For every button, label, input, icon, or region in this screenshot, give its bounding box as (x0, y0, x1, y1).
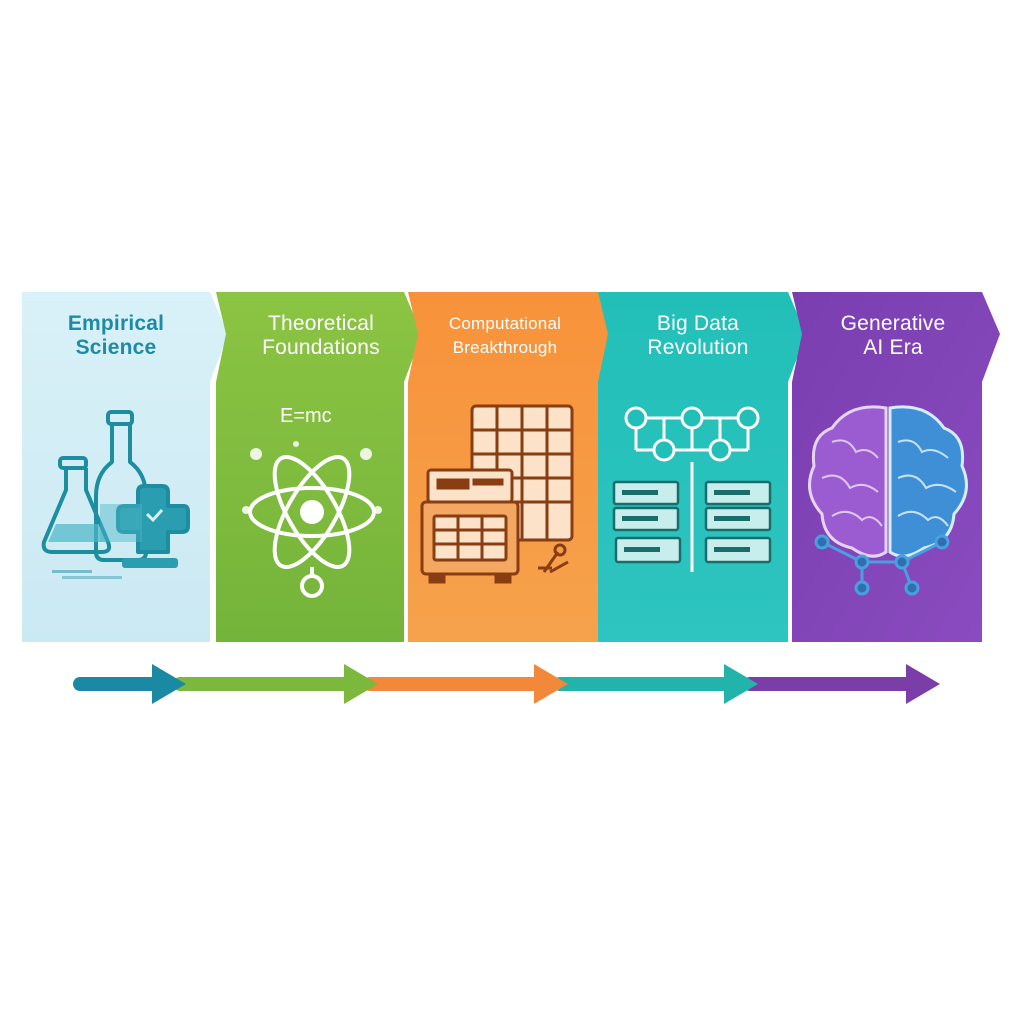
stage-big-data-revolution: Big Data Revolution (598, 292, 812, 642)
stage-title: Generative AI Era (840, 312, 946, 359)
lab-flasks-icon (41, 410, 190, 579)
timeline-arrowhead (724, 664, 758, 704)
stage-empirical-science: Empirical Science (22, 292, 238, 642)
equation-text: E=mc (280, 405, 332, 427)
stage-background (22, 292, 228, 642)
computer-grid-icon (420, 404, 574, 584)
stage-theoretical-foundations: Theoretical Foundations E=mc (216, 292, 430, 642)
stage-generative-ai-era: Generative AI Era (792, 292, 1006, 642)
stage-title: Theoretical Foundations (262, 312, 380, 359)
network-servers-icon (612, 406, 772, 572)
timeline-arrowhead (152, 664, 186, 704)
atom-icon: E=mc (242, 405, 382, 598)
timeline-arrowhead (344, 664, 378, 704)
stage-title: Big Data Revolution (647, 312, 749, 359)
timeline-arrowhead (534, 664, 568, 704)
stage-computational-breakthrough: Computational Breakthrough (408, 292, 622, 642)
stage-title: Empirical Science (67, 312, 165, 359)
stage-title: Computational Breakthrough (448, 314, 562, 357)
timeline-arrowhead (906, 664, 940, 704)
brain-icon (808, 405, 968, 596)
timeline-arrow (73, 664, 940, 704)
